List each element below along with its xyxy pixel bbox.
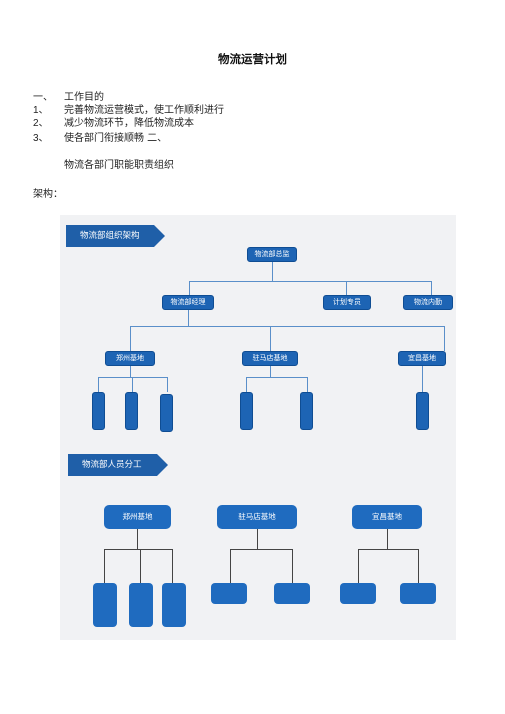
zhumadian-base-box: 驻马店基地	[242, 351, 298, 366]
section-text: 使各部门衔接顺畅 二、	[64, 133, 168, 144]
connector	[230, 549, 292, 550]
connector	[418, 549, 419, 583]
section-text: 完善物流运营模式，使工作顺利进行	[64, 105, 224, 116]
logistics-clerk-box: 物流内勤	[403, 295, 453, 310]
connector	[130, 366, 131, 377]
connector	[172, 549, 173, 583]
yichang-base-box: 宜昌基地	[398, 351, 446, 366]
connector	[358, 549, 359, 583]
connector	[358, 549, 418, 550]
connector	[188, 310, 189, 326]
connector	[130, 326, 444, 327]
staff-leaf	[129, 583, 153, 627]
connector	[246, 377, 307, 378]
connector	[387, 529, 388, 549]
connector	[104, 549, 105, 583]
connector	[246, 377, 247, 392]
staff-leaf	[416, 392, 429, 430]
staff-leaf	[274, 583, 310, 604]
yichang-staff-box: 宜昌基地	[352, 505, 422, 529]
paragraph: 物流各部门职能职责组织	[64, 160, 174, 171]
section-number: 1、	[33, 105, 49, 116]
document-title: 物流运营计划	[218, 52, 287, 66]
connector	[307, 377, 308, 392]
section-text: 减少物流环节，降低物流成本	[64, 118, 194, 129]
connector	[346, 281, 347, 295]
director-box: 物流部总监	[247, 247, 297, 262]
connector	[431, 281, 432, 295]
section-number: 一、	[33, 92, 53, 103]
connector	[132, 377, 133, 392]
connector	[137, 529, 138, 549]
staff-leaf	[93, 583, 117, 627]
section-number: 3、	[33, 133, 49, 144]
org-chart-banner: 物流部组织架构	[66, 225, 165, 247]
staff-chart-banner: 物流部人员分工	[68, 454, 168, 476]
connector	[292, 549, 293, 583]
connector	[189, 281, 190, 295]
connector	[104, 549, 172, 550]
connector	[444, 326, 445, 351]
manager-box: 物流部经理	[162, 295, 214, 310]
staff-leaf	[240, 392, 253, 430]
staff-leaf	[125, 392, 138, 430]
connector	[189, 281, 431, 282]
staff-leaf	[160, 394, 173, 432]
staff-leaf	[300, 392, 313, 430]
connector	[272, 262, 273, 281]
staff-leaf	[162, 583, 186, 627]
org-figure: 物流部组织架构 物流部总监 物流部经理 计划专员 物流内勤 郑州基地 驻马店基地…	[60, 215, 456, 640]
connector	[257, 529, 258, 549]
connector	[230, 549, 231, 583]
connector	[140, 549, 141, 583]
connector	[270, 366, 271, 377]
zhengzhou-staff-box: 郑州基地	[104, 505, 171, 529]
connector	[422, 366, 423, 392]
connector	[130, 326, 131, 351]
staff-leaf	[211, 583, 247, 604]
staff-leaf	[92, 392, 105, 430]
planner-box: 计划专员	[323, 295, 371, 310]
architecture-label: 架构：	[33, 189, 63, 200]
connector	[167, 377, 168, 392]
section-number: 2、	[33, 118, 49, 129]
connector	[270, 326, 271, 351]
connector	[98, 377, 99, 392]
zhumadian-staff-box: 驻马店基地	[217, 505, 297, 529]
section-text: 工作目的	[64, 92, 104, 103]
staff-leaf	[400, 583, 436, 604]
staff-leaf	[340, 583, 376, 604]
zhengzhou-base-box: 郑州基地	[105, 351, 155, 366]
